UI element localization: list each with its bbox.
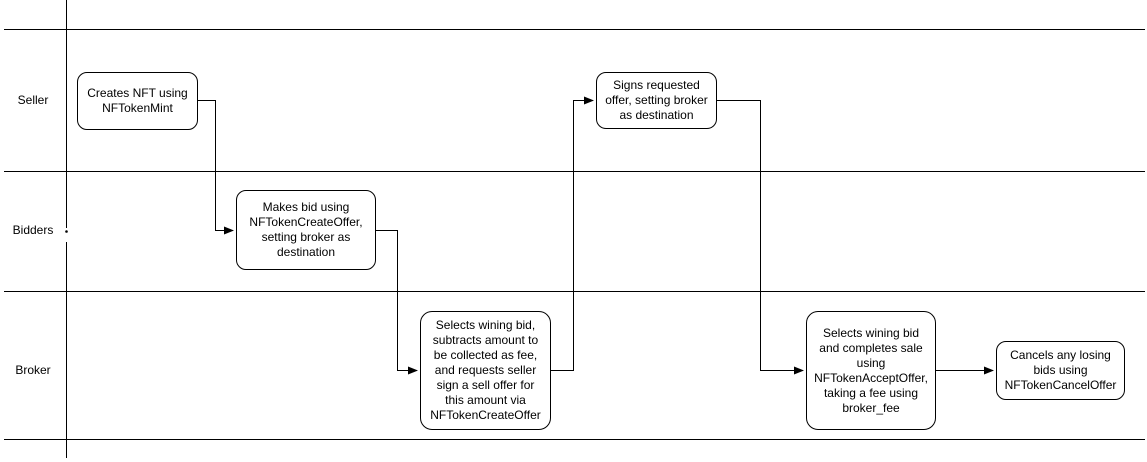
node-signs-offer: Signs requested offer, setting broker as… xyxy=(596,72,717,129)
node-accept-offer: Selects wining bid and completes sale us… xyxy=(806,311,936,430)
connector-select-bid-to-signs-offer xyxy=(551,96,594,371)
connector-makes-bid-to-select-bid xyxy=(376,230,418,375)
lane-boundaries xyxy=(4,0,1145,458)
node-select-bid-request-offer: Selects wining bid, subtracts amount to … xyxy=(420,311,551,430)
node-creates-nft: Creates NFT using NFTokenMint xyxy=(77,72,198,130)
node-makes-bid: Makes bid using NFTokenCreateOffer, sett… xyxy=(236,190,376,270)
separator-dot xyxy=(65,230,68,233)
connector-creates-nft-to-makes-bid xyxy=(198,100,234,235)
lane-label-broker: Broker xyxy=(15,363,51,377)
connector-signs-offer-to-accept-offer xyxy=(717,100,804,375)
lane-label-bidders: Bidders xyxy=(12,223,54,237)
lane-label-seller: Seller xyxy=(17,93,49,107)
node-cancel-bids: Cancels any losing bids using NFTokenCan… xyxy=(996,341,1125,400)
